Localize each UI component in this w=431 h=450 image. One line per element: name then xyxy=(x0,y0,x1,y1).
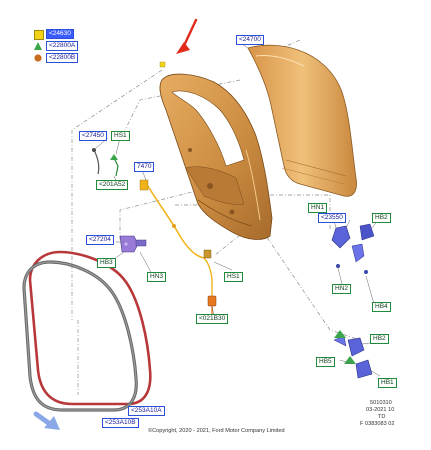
harness-connector xyxy=(207,295,217,314)
callout-27204: <27204 xyxy=(86,235,114,245)
legend-code: <24630 xyxy=(46,29,74,39)
legend-item-part-22800b: <22800B xyxy=(34,53,104,63)
red-arrow-icon xyxy=(176,18,198,54)
front-direction-arrow-icon xyxy=(33,411,60,430)
marker-square-icon xyxy=(159,61,166,68)
callout-23550: <23550 xyxy=(318,213,346,223)
legend-code: <22800B xyxy=(46,53,79,63)
callout-hn2: HN2 xyxy=(332,284,352,294)
callout-hb2-bottom: HB2 xyxy=(370,334,389,344)
callout-021b30: <021B30 xyxy=(196,314,229,324)
callout-7470: 7470 xyxy=(134,162,155,172)
legend-item-part-24630: <24630 xyxy=(34,29,104,40)
callout-hb4: HB4 xyxy=(372,302,391,312)
callout-hs1-bottom: HS1 xyxy=(224,272,243,282)
reference-code-1: 5010310 xyxy=(370,400,392,406)
reference-code-3: TD xyxy=(378,414,386,420)
callout-201a52: <201A52 xyxy=(96,180,129,190)
callout-hn1: HN1 xyxy=(308,203,328,213)
door-latch-component xyxy=(119,235,147,253)
check-strap-clip xyxy=(92,148,119,177)
hinge-assemblies xyxy=(331,223,375,379)
yellow-square-icon xyxy=(34,30,44,40)
wiring-harness xyxy=(139,179,213,296)
callout-hb5: HB5 xyxy=(316,357,335,367)
inner-door-frame xyxy=(159,73,273,240)
legend-code: <22800A xyxy=(46,41,79,51)
callout-253a10b: <253A10B xyxy=(102,418,139,428)
callout-hb1: HB1 xyxy=(378,378,397,388)
reference-code-2: 03-2021 10 xyxy=(366,407,395,413)
callout-253a10a: <253A10A xyxy=(128,406,165,416)
copyright-text: ©Copyright, 2020 - 2021, Ford Motor Comp… xyxy=(148,428,285,434)
reference-code-4: F 0383083 02 xyxy=(360,421,395,427)
callout-hs1-top: HS1 xyxy=(111,131,130,141)
callout-hb3: HB3 xyxy=(97,258,116,268)
outer-door-panel xyxy=(247,44,357,197)
door-seals xyxy=(22,250,152,412)
callout-27450: <27450 xyxy=(79,131,107,141)
legend-item-part-22800a: <22800A xyxy=(34,41,104,51)
green-triangle-icon xyxy=(34,42,42,50)
orange-circle-icon xyxy=(34,54,42,62)
callout-hb2-top: HB2 xyxy=(372,213,391,223)
callout-hn3: HN3 xyxy=(147,272,167,282)
callout-24700: <24700 xyxy=(236,35,264,45)
